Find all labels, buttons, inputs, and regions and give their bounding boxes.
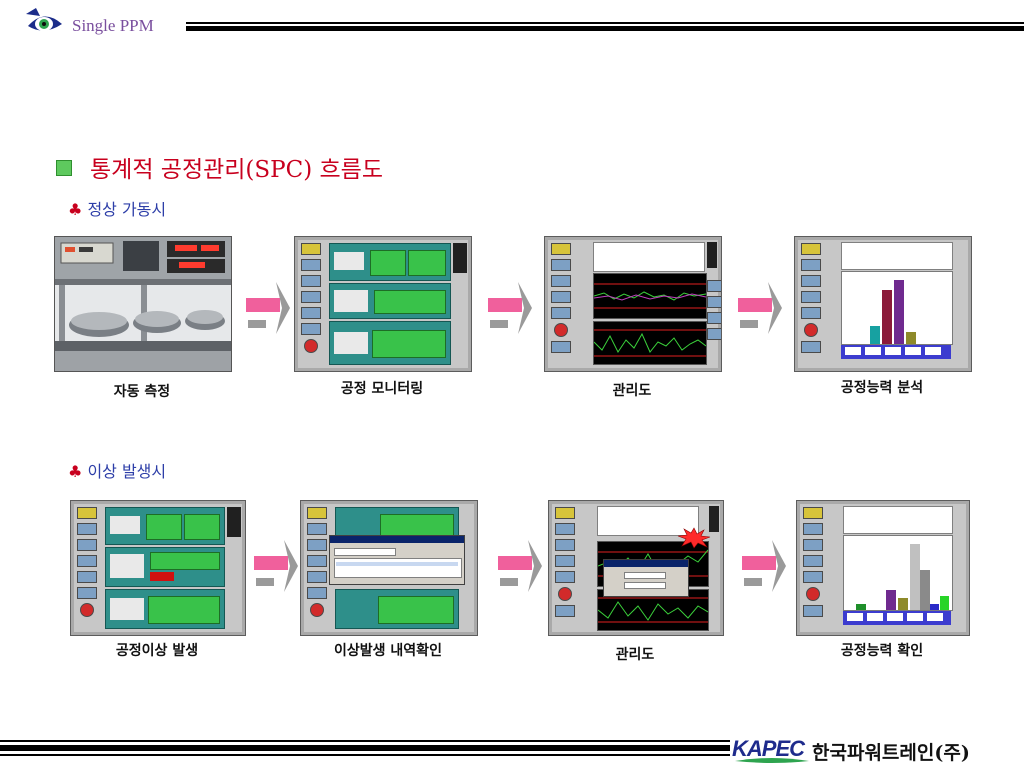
alarm-burst-icon — [677, 527, 711, 549]
step-caption: 공정능력 분석 — [840, 380, 924, 396]
normal-operation-text: 정상 가동시 — [87, 200, 167, 219]
flow-arrow-icon — [254, 540, 298, 592]
control-chart-screen — [544, 236, 722, 372]
club-icon: ♣ — [68, 462, 83, 481]
flow-arrow-icon — [488, 282, 532, 334]
step-caption: 공정능력 확인 — [840, 643, 924, 659]
square-bullet-icon — [56, 160, 72, 176]
step-caption: 공정이상 발생 — [115, 643, 199, 659]
header-rule — [186, 22, 1024, 31]
process-capability-screen — [794, 236, 972, 372]
flow-arrow-icon — [738, 282, 782, 334]
process-capability-check-screen — [796, 500, 970, 636]
kapec-swoosh-icon — [735, 758, 809, 763]
club-icon: ♣ — [68, 200, 83, 219]
step-caption: 공정 모니터링 — [340, 381, 424, 397]
abnormal-operation-label: ♣ 이상 발생시 — [68, 458, 166, 482]
auto-measurement-photo — [54, 236, 232, 372]
single-ppm-eye-logo-icon — [26, 8, 62, 31]
flow-arrow-icon — [498, 540, 542, 592]
abnormality-detail-screen — [300, 500, 478, 636]
kapec-logo: KAPEC — [732, 736, 805, 761]
header-title: Single PPM — [72, 16, 154, 35]
process-abnormality-screen — [70, 500, 246, 636]
flow-arrow-icon — [742, 540, 786, 592]
page-title: 통계적 공정관리(SPC) 흐름도 — [90, 157, 383, 183]
process-monitoring-screen — [294, 236, 472, 372]
step-caption: 자동 측정 — [113, 384, 171, 400]
footer-rule — [0, 740, 730, 758]
step-caption: 이상발생 내역확인 — [334, 643, 442, 659]
control-chart-alarm-screen — [548, 500, 724, 636]
abnormal-operation-text: 이상 발생시 — [87, 462, 167, 481]
normal-operation-label: ♣ 정상 가동시 — [68, 196, 166, 220]
step-caption: 관리도 — [612, 383, 652, 399]
flow-arrow-icon — [246, 282, 290, 334]
company-name: 한국파워트레인(주) — [812, 742, 970, 764]
step-caption: 관리도 — [615, 647, 655, 663]
